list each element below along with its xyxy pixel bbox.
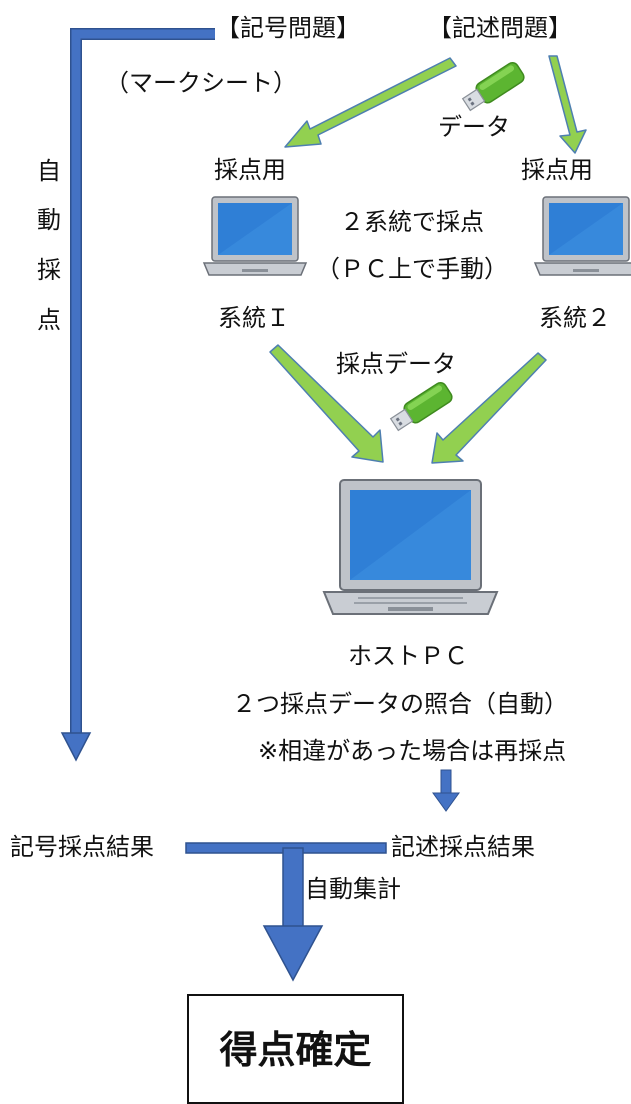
kigou-mondai-label: 【記号問題】 [216,14,360,42]
data-label: データ [438,113,510,141]
vertical-label-char: 自 [37,157,61,185]
green-arrow-to-right-laptop [548,55,587,154]
saiten-data-label: 採点データ [336,350,456,378]
usb-drive-icon [461,61,525,112]
host-pc-label: ホストＰＣ [348,642,468,670]
laptop-icon [202,196,308,276]
saiten-you-left-label: 採点用 [214,156,286,184]
niketou-line2-label: （ＰＣ上で手動） [316,255,508,283]
soui-label: ※相違があった場合は再採点 [258,737,567,765]
laptop-icon [322,479,499,615]
niketou-line1-label: ２系統で採点 [340,208,484,236]
vertical-label-char: 採 [37,256,61,284]
blue-small-down-arrow [432,769,460,812]
mark-sheet-label: （マークシート） [105,69,297,97]
kijutsu-mondai-label: 【記述問題】 [428,14,572,42]
tokuten-kakutei-label: 得点確定 [219,1028,372,1072]
vertical-label-char: 点 [37,306,61,334]
laptop-icon [533,196,631,276]
keitou-2-label: 系統２ [539,304,611,332]
green-arrow-from-keitou1 [269,344,384,463]
saiten-you-right-label: 採点用 [521,156,593,184]
tokuten-kakutei-box: 得点確定 [187,994,404,1104]
kijutsu-kekka-label: 記述採点結果 [391,833,535,861]
green-arrow-from-keitou2 [431,352,547,464]
vertical-label-char: 動 [37,206,61,234]
blue-merge-arrow [185,842,387,982]
green-arrows [269,55,587,464]
jidou-shuukei-label: 自動集計 [305,875,401,903]
usb-drive-icon [389,381,453,432]
blue-auto-scoring-arrow [60,28,215,762]
kigou-kekka-label: 記号採点結果 [10,833,154,861]
shougou-label: ２つ採点データの照合（自動） [232,690,568,718]
green-arrow-to-left-laptop [284,57,457,148]
keitou-1-label: 系統Ｉ [218,304,290,332]
